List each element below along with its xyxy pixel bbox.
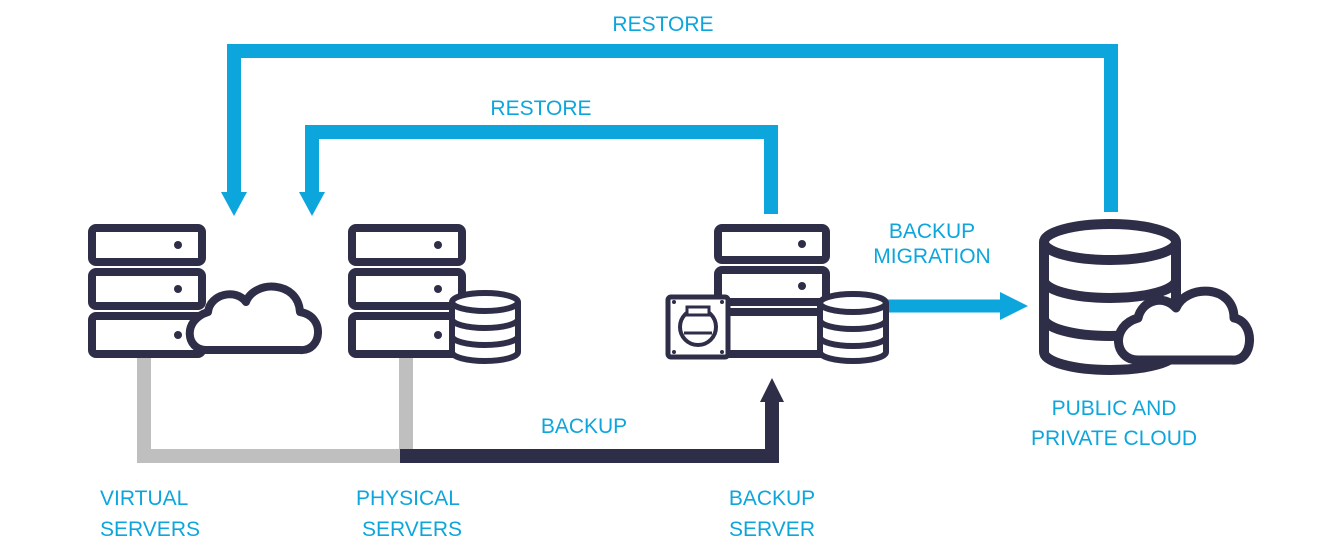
backup-migration-label-line2: MIGRATION (873, 245, 990, 268)
virtual-to-backup-line (137, 358, 402, 463)
restore-outer-label: RESTORE (612, 13, 713, 36)
hard-drive-icon (665, 294, 731, 360)
cloud-icon (185, 282, 322, 354)
cloud-icon (1114, 286, 1254, 365)
backup-server-label-line2: SERVER (729, 518, 815, 541)
restore-inner-line (305, 125, 778, 214)
physical-servers-label-line2: SERVERS (362, 518, 462, 541)
database-icon (449, 290, 521, 364)
server-rack-icon (88, 224, 206, 358)
database-icon (817, 291, 889, 364)
restore-outer-arrow-head (221, 192, 247, 216)
physical-servers-label-line1: PHYSICAL (356, 487, 460, 510)
virtual-servers-label-line2: SERVERS (100, 518, 200, 541)
server-rack-icon (348, 224, 466, 358)
virtual-servers-node (88, 224, 322, 358)
restore-outer-line (227, 44, 1118, 212)
backup-migration-label-line1: BACKUP (889, 220, 975, 243)
migration-arrow-head (1000, 292, 1028, 320)
backup-arrow-line (400, 392, 779, 463)
backup-label: BACKUP (541, 415, 627, 438)
restore-inner-label: RESTORE (490, 97, 591, 120)
backup-server-node (665, 224, 889, 364)
cloud-label-line2: PRIVATE CLOUD (1031, 427, 1197, 450)
physical-servers-node (348, 224, 521, 364)
cloud-storage-node (1039, 219, 1254, 375)
backup-arrow-head (760, 378, 784, 402)
virtual-servers-label-line1: VIRTUAL (100, 487, 188, 510)
server-rack-icon (714, 224, 830, 358)
backup-server-label-line1: BACKUP (729, 487, 815, 510)
cloud-label-line1: PUBLIC AND (1052, 397, 1177, 420)
restore-inner-arrow-head (299, 192, 325, 216)
